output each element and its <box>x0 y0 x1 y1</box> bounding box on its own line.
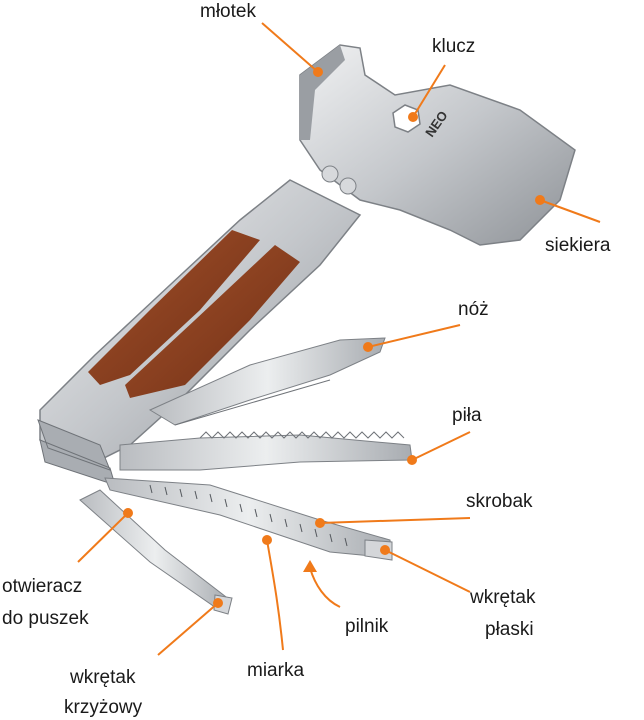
dot-phillips <box>213 598 223 608</box>
saw-blade <box>119 434 413 471</box>
label-can-opener-2: do puszek <box>2 608 89 629</box>
label-phillips-1: wkrętak <box>69 667 136 688</box>
label-flat-1: wkrętak <box>469 587 536 608</box>
leader-scraper <box>319 517 471 524</box>
dot-wrench <box>408 112 418 122</box>
label-can-opener-1: otwieracz <box>2 576 82 597</box>
label-flat-2: płaski <box>485 619 534 640</box>
leader-file <box>309 567 341 608</box>
leader-saw <box>411 431 471 461</box>
label-scraper: skrobak <box>466 491 533 512</box>
knife-blade <box>148 337 386 426</box>
leader-ruler <box>266 539 284 651</box>
leader-wrench <box>412 64 446 118</box>
leader-hammer <box>261 22 319 73</box>
label-hammer: młotek <box>200 1 256 22</box>
leader-lines <box>77 22 601 656</box>
flat-screwdriver-tip <box>364 539 393 561</box>
knife-edge <box>174 379 331 426</box>
label-saw: piła <box>452 405 482 426</box>
dot-flat-screwdriver <box>380 545 390 555</box>
saw-teeth <box>199 431 405 439</box>
multitool-illustration: NEO <box>37 44 576 615</box>
leader-axe <box>539 199 601 223</box>
rivet-top <box>321 165 339 183</box>
leader-flat-screwdriver <box>384 549 471 593</box>
rivet-bottom <box>339 177 357 195</box>
dot-axe <box>535 195 545 205</box>
label-wrench: klucz <box>432 36 475 57</box>
callout-labels: młotek klucz siekiera nóż piła skrobak o… <box>2 1 611 718</box>
dot-hammer <box>313 67 323 77</box>
dot-ruler <box>262 535 272 545</box>
hammer-face <box>300 45 345 140</box>
ruler-ticks <box>149 484 348 547</box>
leader-knife <box>367 324 461 348</box>
wood-inlay-right <box>125 245 300 398</box>
label-axe: siekiera <box>545 235 611 256</box>
label-knife: nóż <box>458 299 489 320</box>
dot-scraper <box>315 518 325 528</box>
arrow-file <box>303 560 317 572</box>
dot-knife <box>363 342 373 352</box>
leader-phillips <box>157 602 219 656</box>
wrench-hole <box>392 104 421 133</box>
leader-can-opener <box>77 512 129 563</box>
label-ruler: miarka <box>247 660 304 681</box>
label-phillips-2: krzyżowy <box>64 697 143 718</box>
wood-inlay-left <box>88 230 260 385</box>
label-file: pilnik <box>345 616 389 637</box>
dot-can-opener <box>123 508 133 518</box>
dot-saw <box>407 455 417 465</box>
